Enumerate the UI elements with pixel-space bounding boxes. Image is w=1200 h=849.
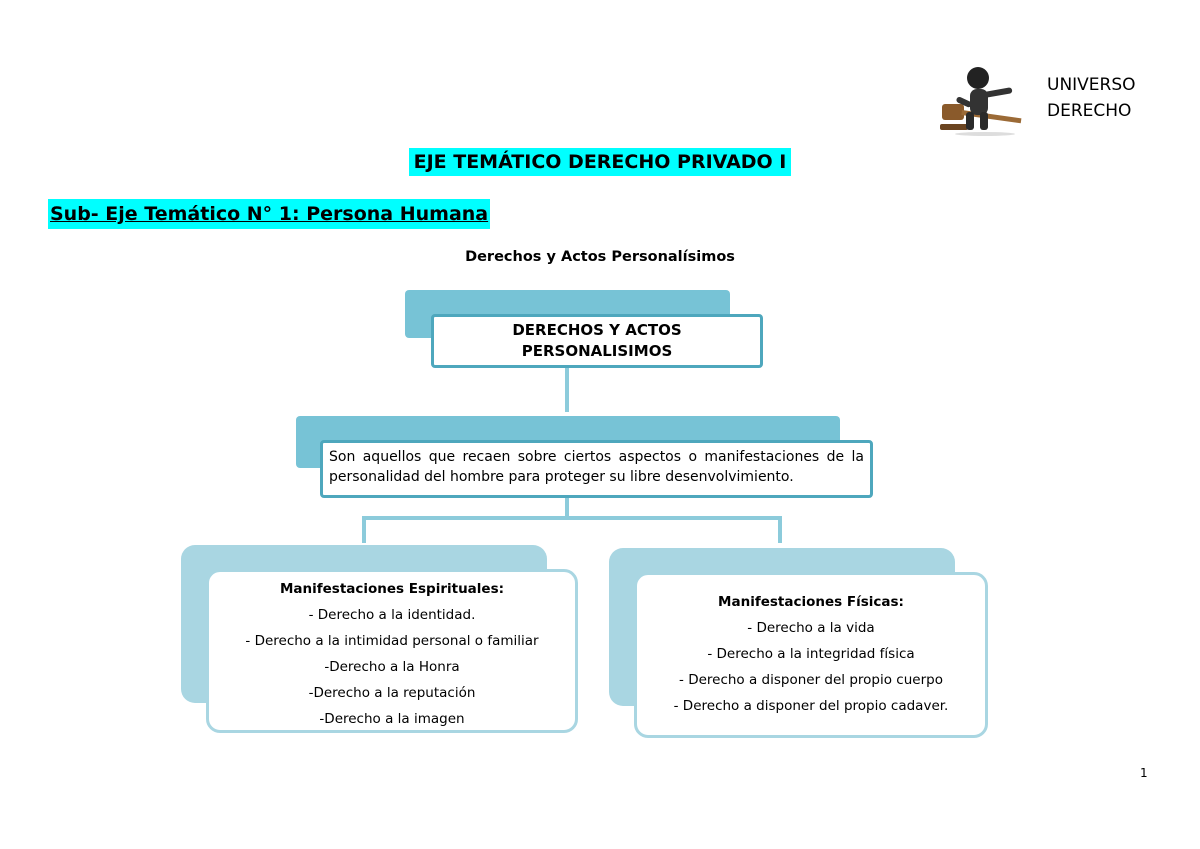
- connector-right-down: [778, 516, 782, 543]
- spiritual-list: Manifestaciones Espirituales: - Derecho …: [209, 576, 575, 732]
- physical-heading: Manifestaciones Físicas:: [718, 594, 904, 610]
- connector-root: [565, 368, 569, 412]
- brand-name: UNIVERSO DERECHO: [1047, 72, 1136, 124]
- spiritual-item: - Derecho a la intimidad personal o fami…: [245, 633, 539, 649]
- physical-list: Manifestaciones Físicas: - Derecho a la …: [637, 589, 985, 719]
- physical-item: - Derecho a la vida: [747, 620, 875, 636]
- physical-item: - Derecho a disponer del propio cadaver.: [673, 698, 949, 714]
- definition-node: Son aquellos que recaen sobre ciertos as…: [320, 440, 873, 498]
- spiritual-item: -Derecho a la imagen: [319, 711, 465, 727]
- spiritual-node: Manifestaciones Espirituales: - Derecho …: [206, 569, 578, 733]
- logo-image: [940, 64, 1030, 136]
- root-node-label: DERECHOS Y ACTOS PERSONALISIMOS: [512, 321, 682, 360]
- brand-line-1: UNIVERSO: [1047, 75, 1136, 95]
- connector-horizontal: [362, 516, 782, 520]
- connector-def-down: [565, 498, 569, 519]
- root-node: DERECHOS Y ACTOS PERSONALISIMOS: [431, 314, 763, 368]
- physical-item: - Derecho a disponer del propio cuerpo: [679, 672, 943, 688]
- definition-text: Son aquellos que recaen sobre ciertos as…: [329, 449, 864, 485]
- spiritual-item: - Derecho a la identidad.: [308, 607, 476, 623]
- physical-item: - Derecho a la integridad física: [707, 646, 915, 662]
- gavel-figure-icon: [940, 67, 1022, 136]
- spiritual-heading: Manifestaciones Espirituales:: [279, 581, 505, 597]
- physical-node: Manifestaciones Físicas: - Derecho a la …: [634, 572, 988, 738]
- brand-line-2: DERECHO: [1047, 101, 1132, 121]
- main-title: EJE TEMÁTICO DERECHO PRIVADO I: [409, 148, 791, 176]
- connector-left-down: [362, 516, 366, 543]
- spiritual-item: -Derecho a la Honra: [324, 659, 460, 675]
- spiritual-item: -Derecho a la reputación: [308, 685, 476, 701]
- sub-title: Sub- Eje Temático N° 1: Persona Humana: [48, 199, 491, 229]
- diagram-title: Derechos y Actos Personalísimos: [465, 249, 735, 265]
- page-number: 1: [1140, 766, 1148, 780]
